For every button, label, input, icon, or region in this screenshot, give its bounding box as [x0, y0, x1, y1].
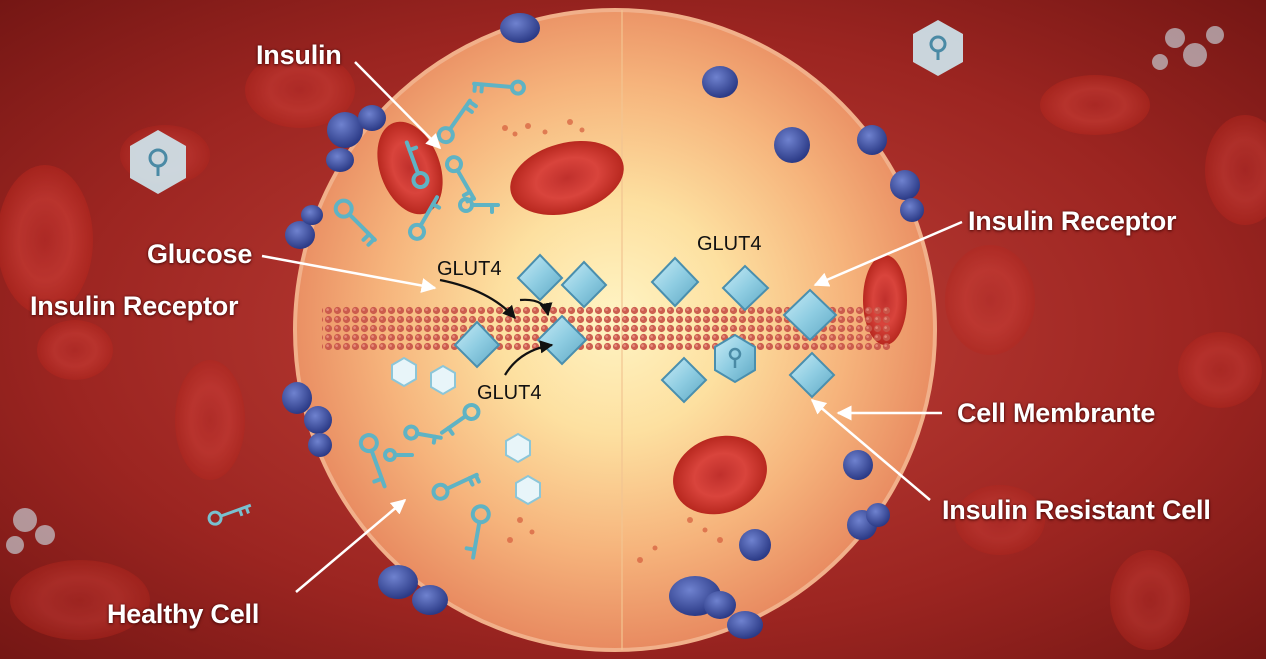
glut4-arrow-top [439, 278, 516, 319]
glucose-molecules [391, 356, 541, 506]
arrow-insulin-receptor-right [813, 220, 963, 287]
arrow-insulin [354, 61, 442, 150]
glut4-cube [516, 253, 564, 302]
floating-key-icon [207, 503, 252, 526]
cell [282, 8, 937, 652]
arrow-healthy-cell [295, 499, 407, 593]
inner-red-blood-cell [510, 141, 624, 215]
background-blood-cells [0, 52, 1266, 650]
label-healthy-cell: Healthy Cell [107, 599, 260, 629]
speckles [502, 119, 723, 563]
arrow-glucose [261, 254, 437, 293]
glut4-arrows [439, 278, 554, 376]
arrow-insulin-resistant [810, 399, 931, 501]
floating-glucose-icon [913, 20, 963, 76]
glut4-cube [660, 356, 708, 404]
glucose-symbol-icon [728, 347, 742, 368]
glut4-arrow-bottom [504, 340, 554, 376]
inner-red-blood-cell [673, 435, 767, 515]
label-glut4-top-left: GLUT4 [437, 258, 502, 280]
membrane-protein-blobs [282, 13, 924, 639]
label-insulin-receptor-right: Insulin Receptor [968, 206, 1177, 236]
label-glucose: Glucose [147, 239, 253, 269]
label-insulin-receptor-left: Insulin Receptor [30, 291, 239, 321]
floating-molecule-icon [6, 26, 1224, 554]
label-glut4-bottom-left: GLUT4 [477, 382, 542, 404]
background-glucose-icons [6, 20, 1224, 554]
label-glut4-right: GLUT4 [697, 233, 762, 255]
label-cell-membrane: Cell Membrante [957, 398, 1156, 428]
glut4-arrow-curve [519, 298, 553, 317]
glut4-cube [453, 320, 501, 369]
glut4-cube [782, 288, 838, 342]
glut4-cube [560, 260, 608, 309]
label-insulin-resistant-cell: Insulin Resistant Cell [942, 495, 1211, 525]
floating-glucose-icon [130, 130, 186, 194]
glut4-cube [788, 351, 836, 399]
label-insulin: Insulin [256, 40, 342, 70]
glut4-cube [650, 256, 700, 308]
label-arrows [261, 61, 963, 593]
insulin-keys [333, 79, 526, 560]
glut4-cube [721, 264, 770, 312]
